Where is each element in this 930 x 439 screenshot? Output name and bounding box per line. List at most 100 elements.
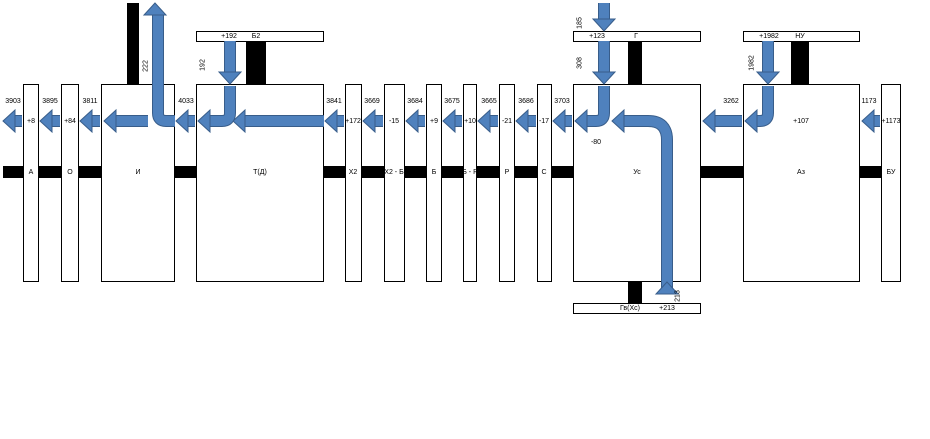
node-x2b [384,84,405,282]
node-label: Б - Р [462,169,478,176]
nu-to-az-arrow-arrowhead [755,71,781,85]
i-connector [127,3,139,84]
flow-arrow-0-arrowhead [2,108,16,134]
flow-total: 3665 [481,98,497,105]
node-label: О [67,169,73,176]
gv-to-us-arrowhead [611,108,625,134]
node-value: +84 [64,118,76,125]
flow-label: 308 [576,57,584,69]
node-a [23,84,39,282]
node-label: Р [504,169,510,176]
flow-arrow-9-arrowhead [442,108,456,134]
node-label: Т(Д) [253,169,267,176]
i-out-shaft [153,15,175,126]
node-value: -80 [590,139,602,146]
flow-arrow-1-arrowhead [39,108,53,134]
bar-label: Г [634,33,638,40]
flow-total: 3811 [82,98,98,105]
node-label: БУ [886,169,896,176]
flow-total: 4033 [178,98,194,105]
node-value: +1173 [881,118,901,125]
flow-arrow-6-arrowhead [324,108,338,134]
bar-nu [743,31,860,42]
flow-arrow-14-arrowhead [861,108,875,134]
flow-total: 3686 [518,98,534,105]
node-value: -21 [501,118,513,125]
us-turn-arrowhead [574,108,588,134]
bar-td [196,31,324,42]
node-label: А [28,169,34,176]
bar-value: +1982 [759,33,779,40]
node-label: И [135,169,141,176]
gv-to-us-shaft [624,116,672,294]
flow-total: 3903 [5,98,21,105]
flow-arrow-13-arrowhead [702,108,716,134]
bar-value: +123 [589,33,605,40]
td-turn-arrowhead [197,108,211,134]
node-label: Аз [797,169,805,176]
flow-total: 3684 [407,98,423,105]
node-o [61,84,79,282]
flow-total: 3895 [42,98,58,105]
flow-arrow-8-arrowhead [405,108,419,134]
bar-label: Б2 [251,33,261,40]
g-in-arrow-arrowhead [591,18,617,32]
flow-arrow-2-arrowhead [79,108,93,134]
flow-arrow-7-arrowhead [362,108,376,134]
node-label: Х2 - Б [384,169,404,176]
flow-arrow-10-arrowhead [477,108,491,134]
flow-label: 222 [142,60,150,72]
td-connector [246,41,266,84]
gv-connector [628,282,642,303]
flow-total: 1173 [861,98,877,105]
flow-arrow-4-arrowhead [175,108,189,134]
flow-label: 192 [199,59,207,71]
node-value: +107 [793,118,809,125]
node-value: +8 [27,118,35,125]
bar-label: Гв(Хс) [620,305,640,312]
gv-up-arrowhead [654,281,680,295]
node-b [426,84,442,282]
node-value: +9 [430,118,438,125]
us-turn-shaft [587,86,609,126]
node-x2 [345,84,362,282]
g-connector [628,41,642,84]
az-turn-arrowhead [744,108,758,134]
flow-label: 213 [674,290,682,302]
td-in-arrow-arrowhead [217,71,243,85]
td-turn-shaft [210,86,235,126]
flow-arrow-11-arrowhead [515,108,529,134]
gv-to-us-shaft-outline [624,115,673,294]
flow-arrow-12-arrowhead [552,108,566,134]
node-value: +172 [345,118,361,125]
node-label: С [541,169,547,176]
flow-total: 3841 [326,98,342,105]
g-to-us-arrow-arrowhead [591,71,617,85]
node-value: -17 [538,118,550,125]
flow-total: 3675 [444,98,460,105]
az-turn-shaft [755,86,773,126]
node-value: -15 [388,118,400,125]
node-label: Б [431,169,437,176]
bar-value: +213 [659,305,675,312]
node-label: Х2 [348,169,358,176]
flow-total: 3669 [364,98,380,105]
i-out-arrowhead [142,2,168,16]
bar-value: +192 [221,33,237,40]
node-label: Ус [633,169,641,176]
flow-arrow-3-arrowhead [103,108,117,134]
bar-gv [573,303,701,314]
flow-total: 3703 [554,98,570,105]
flow-arrow-5-arrowhead [232,108,246,134]
flow-total: 3262 [723,98,739,105]
node-value: +10 [464,118,476,125]
nu-connector [791,41,809,84]
flow-label: 185 [576,17,584,29]
bar-label: НУ [795,33,805,40]
node-s [537,84,552,282]
node-bp [463,84,477,282]
bar-g [573,31,701,42]
flow-label: 1982 [748,55,756,71]
